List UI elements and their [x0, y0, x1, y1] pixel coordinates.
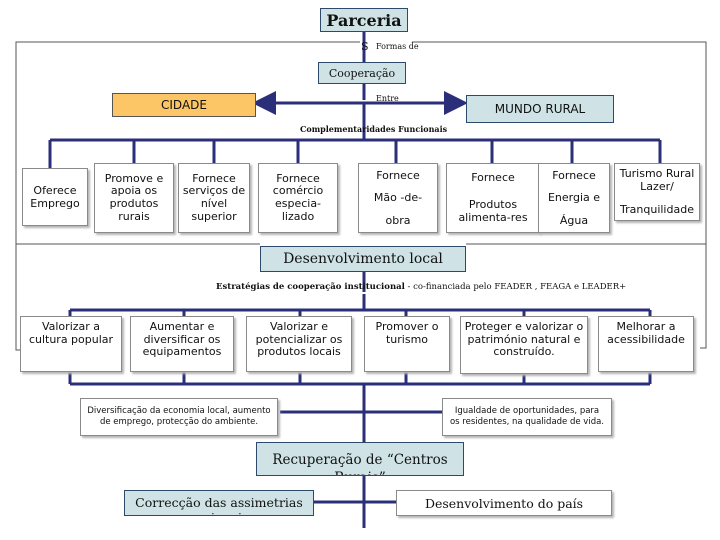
alimentares-label: Produtos alimenta-res: [458, 198, 528, 224]
mundo-rural-box: MUNDO RURAL: [466, 95, 614, 123]
fornece-comercio-label: Fornece comércio especia-lizado: [272, 171, 324, 223]
s-mark: S: [361, 40, 369, 53]
igualdade-box: Igualdade de oportunidades, para os resi…: [442, 398, 612, 436]
estrategias-label: Estratégias de cooperação institucional: [216, 282, 405, 292]
mao-fornece-label: Fornece: [376, 168, 420, 182]
promove-apoia-box: Promove e apoia os produtos rurais: [94, 163, 174, 233]
turismo-line1-label: Turismo Rural Lazer/: [619, 167, 695, 194]
melhorar-acessibilidade-box: Melhorar a acessibilidade: [598, 316, 694, 372]
parceria-box: Parceria: [320, 8, 408, 32]
estrategias-line: Estratégias de cooperação institucional …: [216, 282, 626, 292]
fornece-comercio-box: Fornece comércio especia-lizado: [258, 163, 338, 233]
parceria-label: Parceria: [326, 10, 402, 30]
entre-label: Entre: [376, 94, 399, 103]
promover-turismo-label: Promover o turismo: [375, 320, 439, 346]
fornece-servicos-label: Fornece serviços de nível superior: [182, 171, 246, 223]
promover-turismo-box: Promover o turismo: [364, 316, 450, 372]
desenvolvimento-local-box: Desenvolvimento local: [260, 246, 466, 272]
formas-de-label: Formas de: [376, 42, 419, 51]
mundo-rural-label: MUNDO RURAL: [494, 102, 586, 116]
desenvolvimento-pais-label: Desenvolvimento do país: [424, 495, 584, 511]
recuperacao-label: Recuperação de “Centros Rurais”: [272, 452, 448, 475]
fornece-mao-obra-box: Fornece Mão -de- obra: [358, 163, 438, 233]
valorizar-produtos-box: Valorizar e potencializar os produtos lo…: [246, 316, 352, 372]
complementaridades-label: Complementaridades Funcionais: [300, 124, 448, 134]
energia-line-label: Energia e: [547, 191, 601, 205]
fornece-servicos-box: Fornece serviços de nível superior: [178, 163, 250, 233]
correccao-box: Correcção das assimetrias regionais: [124, 490, 314, 516]
aumentar-diversificar-box: Aumentar e diversificar os equipamentos: [130, 316, 234, 372]
desenvolvimento-local-label: Desenvolvimento local: [283, 251, 443, 267]
cidade-box: CIDADE: [112, 93, 256, 117]
alimentares-fornece-label: Fornece: [471, 171, 515, 185]
oferece-emprego-box: Oferece Emprego: [22, 168, 88, 226]
energia-fornece-label: Fornece: [552, 168, 596, 182]
cooperacao-box: Cooperação: [318, 62, 406, 84]
recuperacao-box: Recuperação de “Centros Rurais”: [256, 442, 464, 476]
diversificacao-box: Diversificação da economia local, aument…: [80, 398, 278, 436]
cofinanciada-label: - co-financiada pelo FEADER , FEAGA e LE…: [404, 282, 627, 292]
promove-apoia-label: Promove e apoia os produtos rurais: [104, 171, 164, 223]
fornece-energia-box: Fornece Energia e Água: [538, 163, 610, 233]
valorizar-cultura-label: Valorizar a cultura popular: [28, 320, 114, 346]
turismo-rural-box: Turismo Rural Lazer/ Tranquilidade: [614, 163, 700, 221]
fornece-alimentares-box: Fornece Produtos alimenta-res: [446, 163, 540, 233]
valorizar-cultura-box: Valorizar a cultura popular: [20, 316, 122, 372]
diversificacao-label: Diversificação da economia local, aument…: [87, 405, 271, 427]
desenvolvimento-pais-box: Desenvolvimento do país: [396, 490, 612, 516]
mao-obra-label: obra: [385, 214, 411, 228]
cidade-label: CIDADE: [161, 98, 207, 112]
proteger-patrimonio-label: Proteger e valorizar o património natura…: [464, 320, 584, 359]
cooperacao-label: Cooperação: [328, 66, 396, 80]
oferece-emprego-label: Oferece Emprego: [30, 184, 80, 210]
aumentar-diversificar-label: Aumentar e diversificar os equipamentos: [142, 320, 222, 359]
mao-line-label: Mão -de-: [373, 191, 423, 205]
melhorar-acessibilidade-label: Melhorar a acessibilidade: [607, 320, 685, 346]
correccao-label: Correcção das assimetrias regionais: [135, 495, 303, 515]
turismo-line2-label: Tranquilidade: [620, 202, 694, 216]
igualdade-label: Igualdade de oportunidades, para os resi…: [449, 405, 605, 427]
energia-agua-label: Água: [559, 214, 589, 228]
valorizar-produtos-label: Valorizar e potencializar os produtos lo…: [255, 320, 343, 359]
proteger-patrimonio-box: Proteger e valorizar o património natura…: [460, 316, 588, 374]
